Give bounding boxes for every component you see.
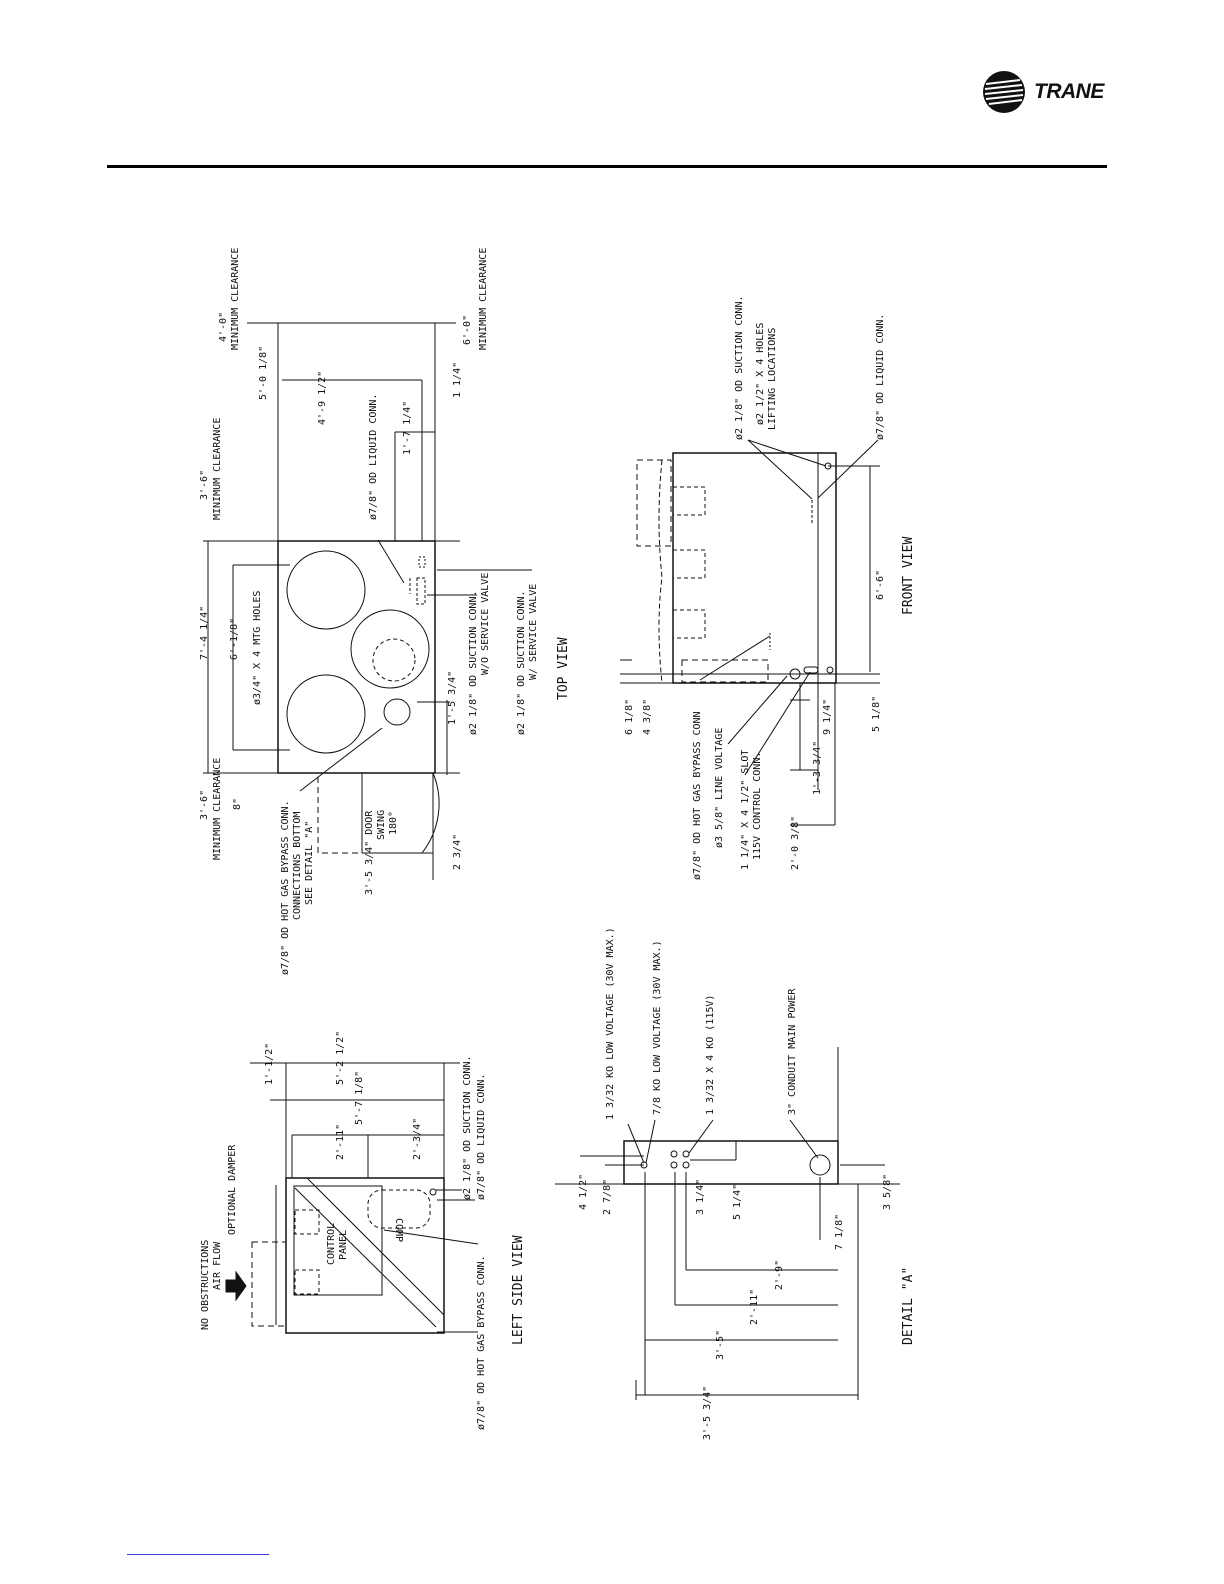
door-dim: 3'-5 3/4" DOOR (364, 810, 375, 895)
top-width: 7'-4 1/4" (199, 606, 210, 660)
front-d4: 1'-3 3/4" (812, 741, 823, 795)
air-flow-arrow-icon (225, 1270, 247, 1302)
detail-a (555, 1047, 900, 1400)
top-min-clear-right: 4'-0" (218, 312, 229, 342)
left-dim-4: 2'-11" (335, 1124, 346, 1160)
detail-d8: 2'-11" (749, 1289, 760, 1325)
front-view (620, 439, 880, 826)
no-obstructions: NO OBSTRUCTIONS (200, 1240, 211, 1330)
front-hot-gas: ø7/8" OD HOT GAS BYPASS CONN (692, 711, 703, 880)
front-d6: 5 1/8" (871, 696, 882, 732)
control-panel-2: PANEL (338, 1230, 349, 1260)
front-height: 6'-6" (875, 570, 886, 600)
detail-d2: 2 7/8" (602, 1179, 613, 1215)
comp-label: COMP (393, 1218, 404, 1242)
connections-bottom: CONNECTIONS BOTTOM (292, 812, 303, 920)
left-dim-3: 5'-7 1/8" (354, 1071, 365, 1125)
top-suction-wo: ø2 1/8" OD SUCTION CONN. (468, 591, 479, 736)
bottom-clearance-sub: MINIMUM CLEARANCE (212, 758, 223, 860)
detail-conduit: 3" CONDUIT MAIN POWER (787, 988, 798, 1115)
door-swing: SWING (376, 810, 387, 840)
top-view-labels: TOP VIEW 4'-0" MINIMUM CLEARANCE 5'-0 1/… (199, 248, 571, 975)
top-liquid-conn: ø7/8" OD LIQUID CONN. (368, 394, 379, 520)
top-min-clear-right-sub: MINIMUM CLEARANCE (230, 248, 241, 350)
left-liquid: ø7/8" OD LIQUID CONN. (476, 1074, 487, 1200)
bottom-clearance: 3'-6" (199, 790, 210, 820)
detail-d6: 3 5/8" (882, 1174, 893, 1210)
top-clearance-sub: MINIMUM CLEARANCE (212, 418, 223, 520)
detail-d10: 3'-5 3/4" (702, 1386, 713, 1440)
see-detail: SEE DETAIL "A" (304, 821, 315, 905)
control-panel-1: CONTROL (326, 1223, 337, 1265)
top-inset: 1 1/4" (452, 362, 463, 398)
front-suction: ø2 1/8" OD SUCTION CONN. (734, 296, 745, 441)
front-d2: 4 3/8" (642, 699, 653, 735)
trane-logo-icon (983, 71, 1025, 113)
detail-d3: 3 1/4" (695, 1179, 706, 1215)
detail-a-title: DETAIL "A" (901, 1267, 916, 1345)
top-liquid-offset: 1'-7 1/4" (402, 401, 413, 455)
detail-d1: 4 1/2" (578, 1174, 589, 1210)
front-liquid: ø7/8" OD LIQUID CONN. (875, 314, 886, 440)
top-min-clear-left: 6'-0" (462, 315, 473, 345)
detail-ko-low-30: 1 3/32 KO LOW VOLTAGE (30V MAX.) (605, 927, 616, 1120)
front-line-voltage: ø3 5/8" LINE VOLTAGE (714, 728, 725, 848)
top-clearance: 3'-6" (199, 470, 210, 500)
detail-ko-78: 7/8 KO LOW VOLTAGE (30V MAX.) (652, 940, 663, 1115)
left-suction: ø2 1/8" OD SUCTION CONN. (462, 1056, 473, 1201)
brand-name: TRANE (1034, 80, 1104, 103)
trane-logo: TRANE (982, 70, 1112, 115)
top-mtg-span: 6'-1/8" (229, 618, 240, 660)
top-hot-gas: ø7/8" OD HOT GAS BYPASS CONN. (280, 800, 291, 975)
detail-ko-115: 1 3/32 X 4 KO (115V) (705, 995, 716, 1115)
footer-link-underline (127, 1554, 269, 1555)
optional-damper: OPTIONAL DAMPER (227, 1144, 238, 1235)
small-234: 2 3/4" (452, 834, 463, 870)
air-flow-label: AIR FLOW (212, 1241, 223, 1290)
front-d5: 2'-0 3/8" (790, 816, 801, 870)
top-mtg-holes: ø3/4" X 4 MTG HOLES (252, 591, 263, 705)
top-min-clear-left-sub: MINIMUM CLEARANCE (478, 248, 489, 350)
detail-d9: 3'-5" (715, 1330, 726, 1360)
front-slot: 1 1/4" X 4 1/2" SLOT (740, 750, 751, 870)
left-dim-2: 5'-2 1/2" (335, 1031, 346, 1085)
door-swing-deg: 180° (388, 811, 399, 835)
top-view-title: TOP VIEW (556, 637, 571, 700)
front-d3: 9 1/4" (822, 699, 833, 735)
detail-d7: 2'-9" (774, 1260, 785, 1290)
top-suction-w-sub: W/ SERVICE VALVE (528, 584, 539, 680)
top-view (203, 322, 532, 880)
top-suction-offset: 1'-5 3/4" (447, 671, 458, 725)
front-lifting: ø2 1/2" X 4 HOLES (755, 323, 766, 425)
front-d1: 6 1/8" (624, 699, 635, 735)
left-dim-1: 1'-1/2" (264, 1043, 275, 1085)
left-side-title: LEFT SIDE VIEW (511, 1235, 526, 1345)
bottom-8: 8" (232, 798, 243, 810)
top-length: 5'-0 1/8" (258, 346, 269, 400)
left-side-labels: LEFT SIDE VIEW NO OBSTRUCTIONS AIR FLOW … (200, 1031, 526, 1430)
front-view-labels: FRONT VIEW ø2 1/8" OD SUCTION CONN. ø2 1… (624, 296, 916, 881)
detail-d4: 5 1/4" (732, 1184, 743, 1220)
left-hot-gas: ø7/8" OD HOT GAS BYPASS CONN. (476, 1255, 487, 1430)
front-control-conn: 115V CONTROL CONN. (752, 752, 763, 860)
top-inner-length: 4'-9 1/2" (317, 371, 328, 425)
header-rule (107, 165, 1107, 168)
top-suction-wo-sub: W/O SERVICE VALVE (480, 573, 491, 675)
left-dim-5: 2'-3/4" (412, 1118, 423, 1160)
top-suction-w: ø2 1/8" OD SUCTION CONN. (516, 591, 527, 736)
front-view-title: FRONT VIEW (901, 537, 916, 615)
detail-d5: 7 1/8" (834, 1214, 845, 1250)
front-lifting-sub: LIFTING LOCATIONS (767, 328, 778, 430)
left-side-view (225, 1062, 479, 1334)
detail-a-labels: DETAIL "A" 1 3/32 KO LOW VOLTAGE (30V MA… (578, 927, 916, 1440)
